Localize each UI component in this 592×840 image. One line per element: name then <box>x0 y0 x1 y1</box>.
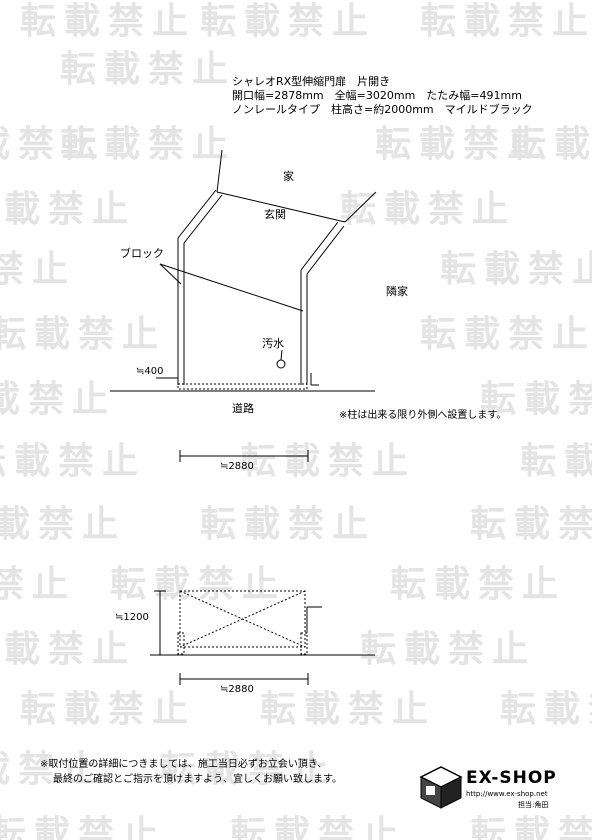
post-left <box>177 632 185 655</box>
sewage-label: 汚水 <box>262 337 284 350</box>
gate-frame <box>179 590 306 648</box>
watermark-text: 転載禁止 <box>0 504 127 545</box>
watermark-text: 転載禁止 <box>0 814 167 840</box>
watermark-text: 転載禁止 <box>480 379 592 420</box>
left-block-wall <box>183 194 223 244</box>
house-wall-line <box>344 191 377 223</box>
house-front-line <box>216 191 346 223</box>
right-block-wall <box>306 225 345 275</box>
watermark-text: 転載禁止 <box>360 629 537 670</box>
watermark-text: 転載禁止 <box>230 814 407 840</box>
watermark-text: 転載禁止 <box>420 314 592 355</box>
watermark-text: 転載禁止 <box>0 249 77 290</box>
footer-note-line: 最終のご確認とご指示を頂けますよう、宜しくお願い致します。 <box>53 774 342 785</box>
house-label: 家 <box>283 170 294 183</box>
footer-note-line: ※取付位置の詳細につきましては、施工当日必ずお立会い頂き、 <box>40 759 328 770</box>
block-label: ブロック <box>120 247 164 260</box>
watermark-text: 転載禁止 <box>0 189 137 230</box>
block-leader-line <box>159 263 182 285</box>
logo-url: http://www.ex-shop.net <box>466 790 548 798</box>
block-leader-line <box>159 263 304 312</box>
watermark-text: 転載禁止 <box>520 441 592 482</box>
neighbor-label: 隣家 <box>386 285 408 298</box>
watermark-text: 転載禁止 <box>510 124 592 165</box>
cube-icon <box>419 766 463 809</box>
spec-line: 開口幅=2878mm 全幅=3020mm たたみ幅=491mm <box>232 89 522 102</box>
watermark-text: 転載禁止 <box>260 689 437 730</box>
watermark-text: 転載禁止 <box>470 814 592 840</box>
watermark-text: 転載禁止 <box>0 749 107 790</box>
elevation-drawing <box>150 590 375 685</box>
dim-1200-label: ≒1200 <box>115 612 149 623</box>
spec-block: シャレオRX型伸縮門扉 片開き 開口幅=2878mm 全幅=3020mm たたみ… <box>232 75 533 117</box>
spec-line: シャレオRX型伸縮門扉 片開き <box>232 75 391 88</box>
plan-drawing <box>110 149 377 462</box>
road-label: 道路 <box>232 402 254 415</box>
watermark-text: 転載禁止 <box>340 189 517 230</box>
sewage-leader-line <box>280 349 283 361</box>
ex-shop-logo: EX-SHOP http://www.ex-shop.net 担当:角田 <box>418 764 568 824</box>
post-right <box>300 632 308 655</box>
gate-cross <box>179 590 306 648</box>
watermark-text: 転載禁止 <box>500 689 592 730</box>
sewage-cover <box>276 359 286 369</box>
left-block-wall <box>177 189 217 239</box>
logo-name: EX-SHOP <box>466 768 557 788</box>
watermark-text: 転載禁止 <box>0 629 137 670</box>
house-wall-line <box>216 149 223 193</box>
watermark-text: 転載禁止 <box>470 504 592 545</box>
watermark-text: 転載禁止 <box>240 441 417 482</box>
watermark-text: 転載禁止 <box>420 1 592 42</box>
watermark-text: 転載禁止 <box>0 564 77 605</box>
gate-outline <box>177 383 308 390</box>
right-block-wall <box>300 221 339 271</box>
watermark-text: 転載禁止 <box>60 124 237 165</box>
spec-line: ノンレールタイプ 柱高さ=約2000mm マイルドブラック <box>232 103 533 116</box>
watermark-text: 転載禁止 <box>375 124 552 165</box>
dim-2880-label: ≒2880 <box>220 461 254 472</box>
watermark-text: 転載禁止 <box>60 49 237 90</box>
watermark-text: 転載禁止 <box>440 249 592 290</box>
watermark-text: 転載禁止 <box>20 1 197 42</box>
watermark-text: 転載禁止 <box>0 314 167 355</box>
dim-2880-label: ≒2880 <box>220 684 254 695</box>
watermark-text: 転載禁止 <box>0 379 117 420</box>
watermark-text: 転載禁止 <box>160 749 337 790</box>
watermark-text: 転載禁止 <box>20 689 197 730</box>
watermark-text: 転載禁止 <box>110 564 287 605</box>
post-note: ※柱は出来る限り外側へ設置します。 <box>339 410 507 421</box>
entrance-label: 玄関 <box>264 208 286 221</box>
watermark-text: 転載禁止 <box>200 504 377 545</box>
watermark-text: 転載禁止 <box>390 564 567 605</box>
watermark-text: 転載禁止 <box>200 1 377 42</box>
dim-400-label: ≒400 <box>136 366 164 377</box>
watermark-text: 転載禁止 <box>0 441 147 482</box>
staff-label: 担当:角田 <box>518 801 549 809</box>
watermark-text: 転載禁止 <box>0 124 107 165</box>
